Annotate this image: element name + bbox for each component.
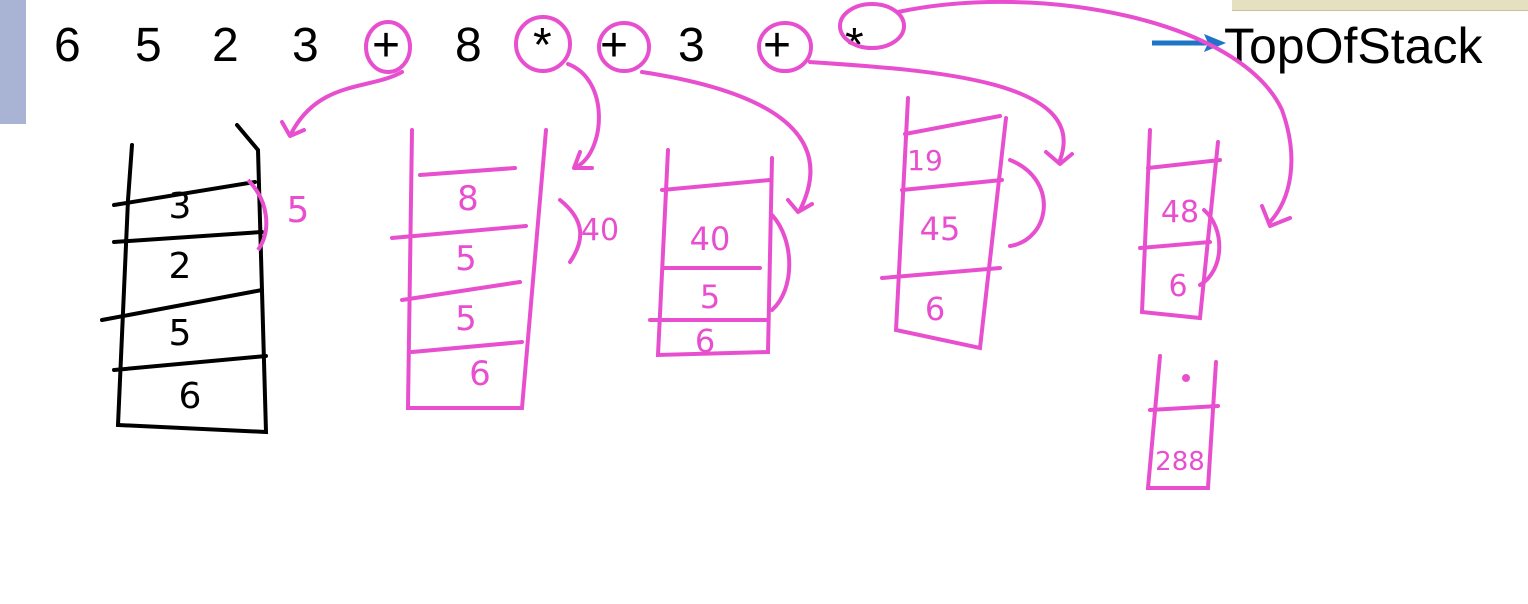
- expression-token: 2: [212, 19, 239, 72]
- operator-circle: [514, 15, 572, 73]
- slide-accent-bar: [0, 0, 26, 124]
- expression-token: 3: [292, 19, 319, 72]
- stack-cell: 40: [690, 220, 731, 258]
- stack-cell: 45: [920, 210, 961, 248]
- stack-cell: 5: [700, 278, 720, 316]
- stack-cell: 6: [1168, 269, 1187, 304]
- side-note: 40: [581, 213, 619, 248]
- top-of-stack-label: TopOfStack: [1224, 18, 1483, 74]
- stack-cell: 3: [169, 186, 192, 227]
- stack-cell: 5: [169, 313, 192, 354]
- operator-circle: [364, 20, 412, 74]
- stack-cell: 8: [457, 179, 479, 219]
- operator-circle: [597, 21, 651, 73]
- title-box-edge: [1232, 0, 1528, 11]
- expression-token: 3: [678, 19, 705, 72]
- stack-cell: 6: [469, 354, 491, 394]
- stack-cell: 5: [455, 299, 477, 339]
- operator-circle: [757, 21, 813, 73]
- stack-cell: 6: [925, 290, 945, 328]
- top-of-stack-arrow-icon: [1152, 34, 1226, 52]
- stack-cell: 5: [455, 239, 477, 279]
- stack-cell: 48: [1161, 195, 1199, 230]
- expression-token: 5: [135, 19, 162, 72]
- operator-circle: [838, 2, 906, 50]
- stack-cell: 288: [1155, 447, 1205, 477]
- stack-cell: 6: [695, 322, 715, 360]
- stack-cell: 6: [179, 376, 202, 417]
- expression-token: 8: [455, 19, 482, 72]
- expression-token: 6: [54, 19, 81, 72]
- stack-cell: 2: [169, 246, 192, 287]
- side-note: 5: [287, 190, 310, 231]
- stack-cell: 19: [907, 144, 943, 177]
- expression-token: *: [533, 19, 552, 72]
